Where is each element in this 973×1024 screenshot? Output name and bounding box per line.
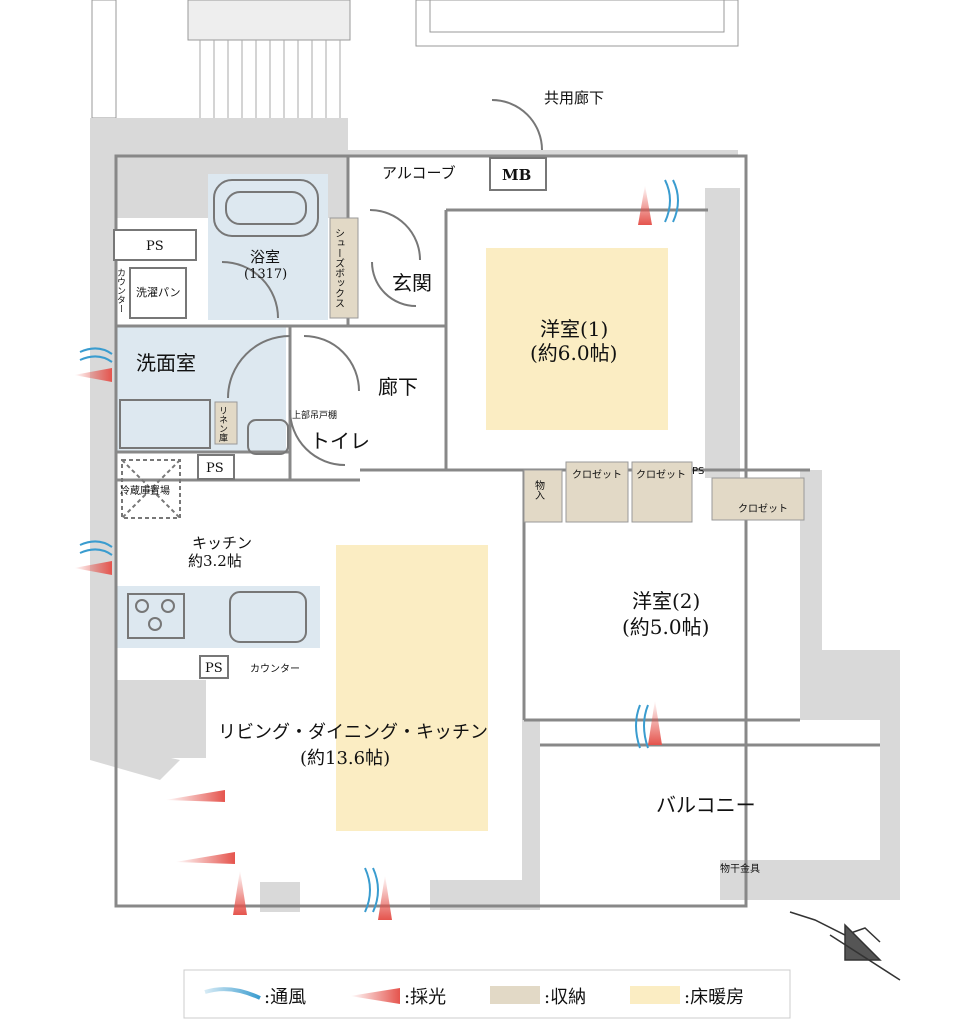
- storage-label: 物入: [533, 479, 545, 500]
- ventilation-legend-text: :通風: [264, 987, 306, 1008]
- toilet-label: トイレ: [310, 429, 370, 453]
- kitchen-size-label: 約3.2帖: [188, 552, 242, 570]
- western1-size-label: (約6.0帖): [530, 341, 617, 365]
- linen-label: リネン庫: [217, 406, 228, 443]
- ventilation-indicators: [79, 179, 679, 913]
- daylight-legend-icon: [350, 988, 400, 1004]
- compass-icon: [789, 911, 901, 981]
- room-labels: 共用廊下 アルコーブ MB PS 浴室 (1317) シューズボックス 玄関 カ…: [115, 89, 788, 875]
- walls: [90, 118, 900, 912]
- storage-legend-swatch: [490, 986, 540, 1004]
- counter-kitchen-label: カウンター: [250, 663, 300, 675]
- counter-left-label: カウンター: [115, 268, 126, 313]
- floor-heating-areas: [336, 248, 668, 831]
- ldk-label: リビング・ダイニング・キッチン: [218, 722, 488, 743]
- storage-legend-text: :収納: [544, 987, 586, 1008]
- fixtures: [113, 99, 547, 679]
- bath-size-label: (1317): [244, 267, 287, 282]
- ps-mid-label: PS: [206, 461, 224, 476]
- alcove-label: アルコーブ: [382, 164, 456, 182]
- bath-label: 浴室: [250, 248, 280, 266]
- shoe-box-label: シューズボックス: [333, 228, 345, 308]
- balcony-label: バルコニー: [656, 793, 756, 817]
- floor-heating-legend-text: :床暖房: [684, 987, 744, 1008]
- fridge-label: 冷蔵庫置場: [120, 484, 170, 497]
- entrance-label: 玄関: [392, 271, 432, 295]
- closet3-label: クロゼット: [738, 503, 788, 515]
- exterior-stair: [91, 0, 739, 119]
- ventilation-legend-icon: [204, 987, 261, 1000]
- western2-size-label: (約5.0帖): [622, 615, 709, 639]
- hallway-label: 廊下: [378, 375, 418, 399]
- washroom-label: 洗面室: [136, 351, 196, 375]
- closet1-label: クロゼット: [572, 469, 622, 481]
- floor-heating-legend-swatch: [630, 986, 680, 1004]
- upper-cabinet-label: 上部吊戸棚: [292, 409, 337, 421]
- closet2-label: クロゼット: [636, 469, 686, 481]
- ps-top-label: PS: [146, 239, 164, 254]
- kitchen-label: キッチン: [192, 534, 252, 552]
- laundry-rod-label: 物干金具: [720, 862, 760, 875]
- legend-box: [183, 969, 791, 1019]
- western2-label: 洋室(2): [632, 589, 700, 613]
- western1-label: 洋室(1): [540, 317, 608, 341]
- washer-pan-label: 洗濯パン: [136, 286, 181, 299]
- ps-bottom-label: PS: [205, 661, 223, 676]
- mb-label: MB: [502, 166, 531, 184]
- shared-corridor-label: 共用廊下: [544, 89, 604, 107]
- daylight-indicators: [74, 185, 662, 920]
- ldk-size-label: (約13.6帖): [300, 748, 390, 769]
- daylight-legend-text: :採光: [404, 987, 446, 1008]
- ps-right-label: PS: [692, 466, 704, 477]
- legend: :通風 :採光 :収納 :床暖房: [183, 969, 791, 1019]
- storage-areas: [214, 217, 805, 523]
